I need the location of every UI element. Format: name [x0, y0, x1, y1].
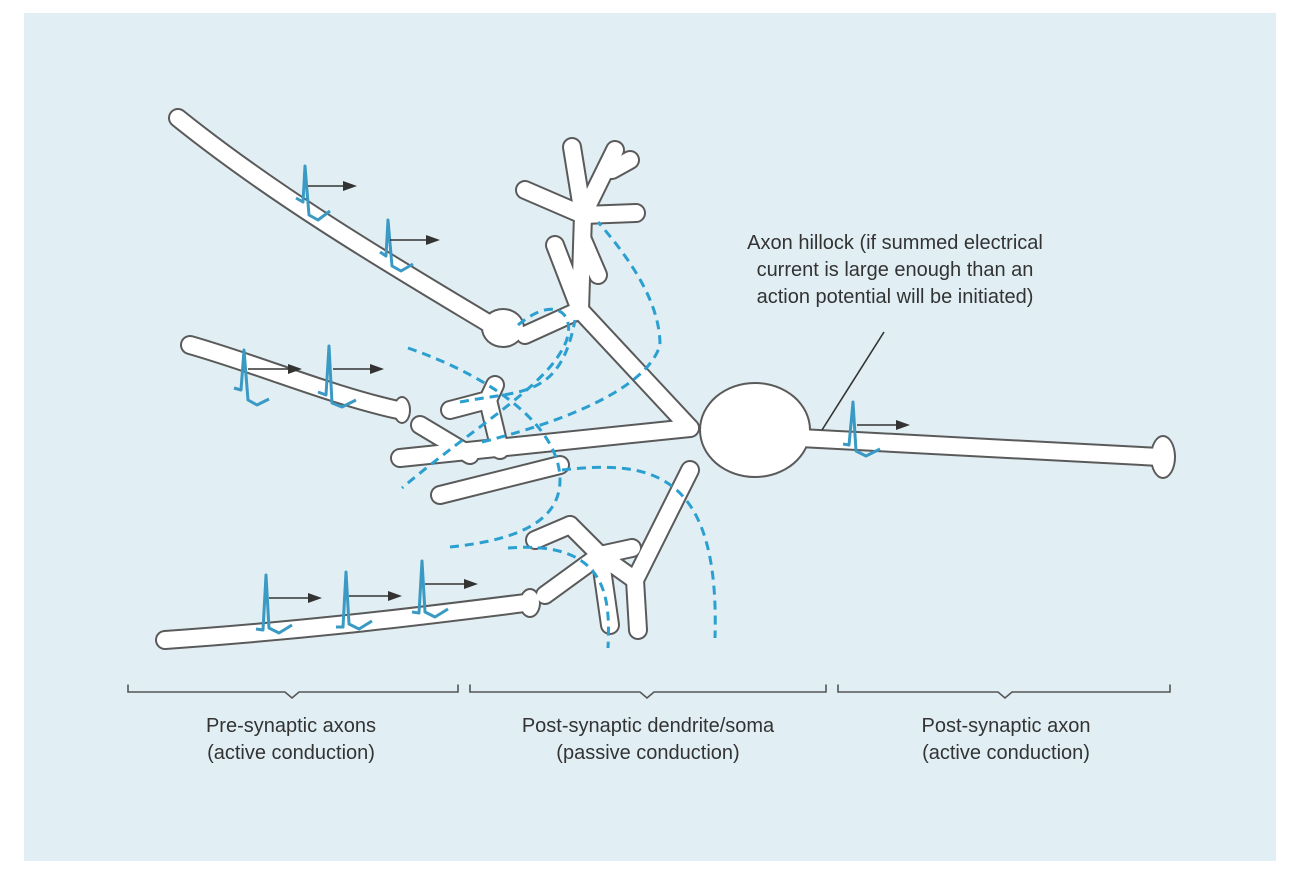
- dendrite-top-fork-c: [575, 205, 644, 223]
- axon-hillock-label: Axon hillock (if summed electrical curre…: [690, 230, 1100, 311]
- spike-7: [411, 559, 449, 619]
- pre-axon-1-fill: [170, 110, 496, 331]
- spike-5: [255, 573, 293, 635]
- brace-post-axon: [837, 684, 1171, 700]
- current-arc-5: [401, 307, 571, 490]
- region-title: Pre-synaptic axons: [205, 715, 377, 737]
- dendrite-top-fork-b: [575, 142, 623, 223]
- arrowhead-7: [464, 579, 478, 589]
- spike-8: [842, 400, 881, 458]
- dendrite-mid-twig-c: [412, 417, 478, 463]
- spike-4: [317, 344, 357, 409]
- pre-axon-2-fill: [182, 337, 406, 418]
- region-title: Post-synaptic dendrite/soma: [521, 715, 775, 737]
- dendrite-lower-twig-e: [537, 547, 608, 603]
- dendrite-lower-branch: [432, 457, 568, 503]
- spike-2: [379, 218, 414, 273]
- soma: [701, 384, 809, 476]
- arrowhead-8: [896, 420, 910, 430]
- axon-hillock-label-line: Axon hillock (if summed electrical: [747, 232, 1043, 254]
- region-label-pre-synaptic-axons: Pre-synaptic axons (active conduction): [126, 713, 456, 767]
- post-axon-fill: [792, 430, 1168, 465]
- region-label-post-synaptic-axon: Post-synaptic axon (active conduction): [836, 713, 1176, 767]
- current-arc-1: [407, 346, 562, 549]
- current-arc-2: [507, 545, 610, 649]
- arrowhead-6: [388, 591, 402, 601]
- region-title: Post-synaptic axon: [921, 715, 1091, 737]
- dendrite-top-fork-e: [575, 232, 606, 283]
- brace-dendrite-soma: [469, 684, 827, 700]
- dendrite-trunk-main: [392, 420, 698, 466]
- dendrite-lower-twig-d: [527, 517, 578, 548]
- region-subtitle: (passive conduction): [556, 742, 740, 764]
- current-arc-6: [459, 319, 577, 404]
- dendrite-lower-twig-f: [592, 540, 640, 563]
- dendrite-side: [547, 237, 588, 318]
- axon-hillock-label-line: action potential will be initiated): [756, 286, 1034, 308]
- current-arc-4: [481, 221, 662, 444]
- current-arc-3: [561, 465, 717, 639]
- spike-3: [233, 348, 270, 407]
- pre-terminal-3: [521, 590, 539, 616]
- arrowhead-3: [288, 364, 302, 374]
- arrowhead-5: [308, 593, 322, 603]
- brace-pre-synaptic: [127, 684, 459, 700]
- pre-terminal-2: [395, 398, 409, 422]
- dendrite-upper-spine: [517, 302, 588, 343]
- region-subtitle: (active conduction): [922, 742, 1090, 764]
- region-label-dendrite-soma: Post-synaptic dendrite/soma (passive con…: [468, 713, 828, 767]
- arrowhead-4: [370, 364, 384, 374]
- axon-hillock-label-line: current is large enough than an: [756, 259, 1034, 281]
- dendrite-top-left: [517, 182, 591, 223]
- hillock-pointer: [821, 331, 885, 431]
- arrowhead-1: [343, 181, 357, 191]
- dendrite-mid-branch: [480, 392, 508, 458]
- region-subtitle: (active conduction): [207, 742, 375, 764]
- spike-6: [336, 570, 373, 631]
- spike-1: [295, 164, 331, 222]
- post-axon-terminal: [1152, 437, 1174, 477]
- pre-terminal-1: [483, 310, 523, 346]
- dendrite-top-fork-d: [604, 152, 638, 178]
- arrowhead-2: [426, 235, 440, 245]
- pre-axon-3-fill: [157, 595, 533, 648]
